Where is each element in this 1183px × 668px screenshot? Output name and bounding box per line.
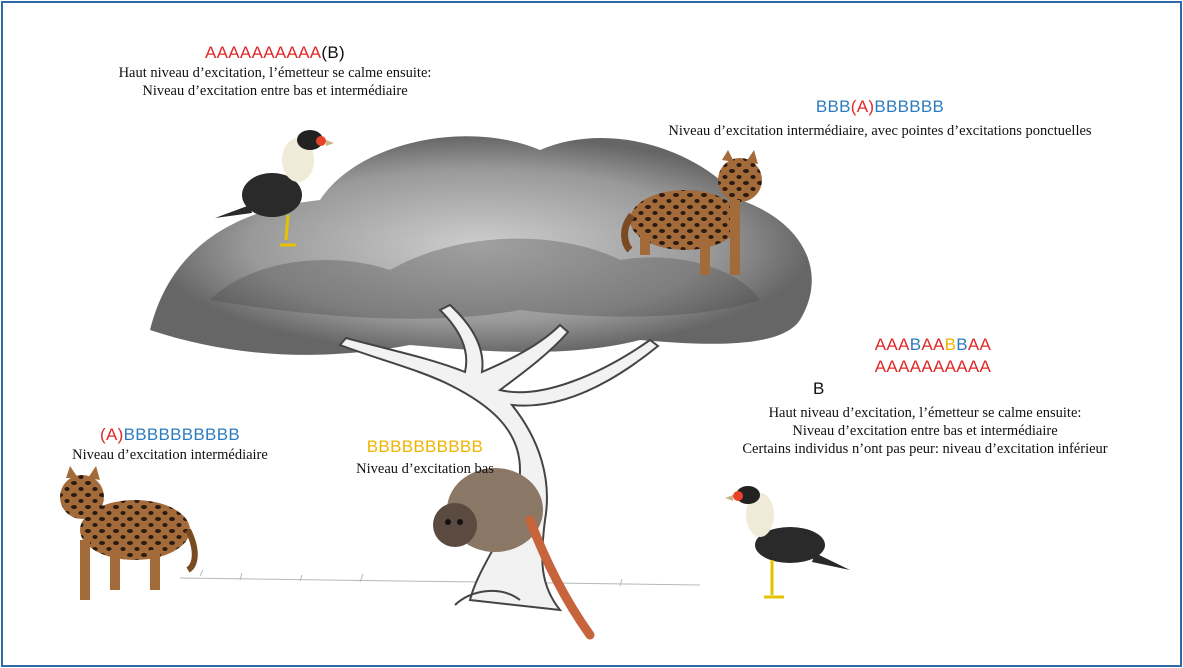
sequence-segment: BBBBBBBBBB	[124, 425, 240, 444]
description-line: Haut niveau d’excitation, l’émetteur se …	[40, 64, 510, 82]
call-sequence: B	[680, 378, 1170, 400]
sequence-segment: BBBBBBBBBB	[367, 437, 483, 456]
label-top-right: BBB(A)BBBBBB Niveau d’excitation intermé…	[590, 96, 1170, 140]
sequence-segment: (B)	[321, 43, 345, 62]
sequence-segment: B	[813, 379, 825, 398]
label-bottom-middle: BBBBBBBBBB Niveau d’excitation bas	[325, 436, 525, 478]
label-right: AAABAABBAA AAAAAAAAAA B Haut niveau d’ex…	[680, 334, 1170, 458]
sequence-segment: (A)	[100, 425, 124, 444]
call-sequence: AAABAABBAA	[680, 334, 1170, 356]
sequence-segment: AA	[968, 335, 991, 354]
call-sequence: AAAAAAAAAA(B)	[40, 42, 510, 64]
sequence-segment: AA	[921, 335, 944, 354]
sequence-segment: B	[945, 335, 957, 354]
description-line: Niveau d’excitation intermédiaire, avec …	[590, 122, 1170, 140]
description-line: Certains individus n’ont pas peur: nivea…	[680, 440, 1170, 458]
label-bottom-left: (A)BBBBBBBBBB Niveau d’excitation interm…	[20, 424, 320, 464]
description-line: Niveau d’excitation entre bas et intermé…	[40, 82, 510, 100]
sequence-segment: BBBBBB	[874, 97, 944, 116]
call-sequence: (A)BBBBBBBBBB	[20, 424, 320, 446]
caracara-bird-bottom	[725, 486, 850, 597]
description-line: Niveau d’excitation intermédiaire	[20, 446, 320, 464]
sequence-segment: AAAAAAAAAA	[205, 43, 321, 62]
description-line: Haut niveau d’excitation, l’émetteur se …	[680, 404, 1170, 422]
call-sequence: BBB(A)BBBBBB	[590, 96, 1170, 118]
sequence-segment: (A)	[851, 97, 875, 116]
sequence-segment: B	[956, 335, 968, 354]
call-sequence: BBBBBBBBBB	[325, 436, 525, 458]
call-sequence: AAAAAAAAAA	[680, 356, 1170, 378]
ground-grass	[180, 570, 700, 586]
sequence-segment: BBB	[816, 97, 851, 116]
sequence-segment: AAAAAAAAAA	[875, 357, 991, 376]
description-line: Niveau d’excitation bas	[325, 460, 525, 478]
label-top-left: AAAAAAAAAA(B) Haut niveau d’excitation, …	[40, 42, 510, 100]
sequence-segment: AAA	[875, 335, 910, 354]
ocelot-cat-bottom	[60, 466, 195, 600]
description-line: Niveau d’excitation entre bas et intermé…	[680, 422, 1170, 440]
sequence-segment: B	[910, 335, 922, 354]
